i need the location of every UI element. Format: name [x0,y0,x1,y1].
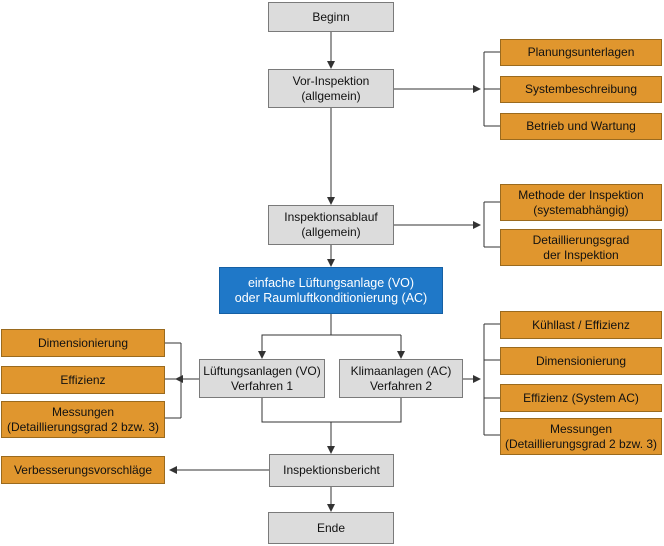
node-effizienz-ac: Effizienz (System AC) [500,384,662,412]
node-text-line: oder Raumluftkonditionierung (AC) [234,290,428,305]
node-text-line: Planungsunterlagen [527,45,635,59]
node-text-line: Methode der Inspektion [518,187,644,202]
node-text-line: (allgemein) [301,225,361,239]
node-ende: Ende [268,512,394,544]
node-text-line: Klimaanlagen (AC) [350,363,452,378]
node-text-line: Detaillierungsgrad [532,232,630,247]
node-text-line: Dimensionierung [535,353,627,368]
node-text-line: Verfahren 1 [230,378,294,393]
node-beginn: Beginn [268,2,394,32]
node-text-line: (Detaillierungsgrad 2 bzw. 3) [6,419,160,434]
node-text-line: (Detaillierungsgrad 2 bzw. 3) [504,436,658,451]
node-text-line: Systembeschreibung [524,82,638,96]
node-messungen-vo: Messungen(Detaillierungsgrad 2 bzw. 3) [1,401,165,438]
node-text-line: (systemabhängig) [533,202,629,217]
node-text-line: Lüftungsanlagen (VO) [203,363,321,378]
node-inspektionsbericht: Inspektionsbericht [269,454,394,487]
node-lueftungsanlagen: Lüftungsanlagen (VO)Verfahren 1 [199,359,325,398]
join-klima [331,398,402,423]
node-text-line: der Inspektion [543,247,619,262]
node-text-line: Dimensionierung [37,335,129,350]
node-einfache-anlage: einfache Lüftungsanlage (VO)oder Raumluf… [219,267,443,314]
node-planungsunterlagen: Planungsunterlagen [500,39,662,66]
node-text-line: Beginn [312,9,350,24]
node-text-line: Effizienz [60,372,106,387]
node-text-line: Kühllast / Effizienz [532,317,630,332]
node-messungen-ac: Messungen(Detaillierungsgrad 2 bzw. 3) [500,418,662,455]
node-effizienz-vo: Effizienz [1,366,165,394]
join-lueftung [261,398,331,423]
node-verbesserungsvorschlaege: Verbesserungsvorschläge [1,456,165,484]
node-text-line: Messungen [51,404,115,419]
node-systembeschreibung: Systembeschreibung [500,76,662,103]
node-text-line: Messungen [549,421,613,436]
node-kuehllast: Kühllast / Effizienz [500,311,662,339]
node-text-line: Inspektionsbericht [283,463,380,477]
node-text-line: Ende [316,520,346,535]
node-text-line: einfache Lüftungsanlage (VO) [247,275,415,290]
node-text-line: Verbesserungsvorschläge [13,462,153,477]
node-text-line: Verfahren 2 [369,378,433,393]
node-betrieb-wartung: Betrieb und Wartung [500,113,662,140]
node-dimensionierung-vo: Dimensionierung [1,329,165,357]
node-text-line: Effizienz (System AC) [523,390,639,405]
node-text-line: Betrieb und Wartung [526,119,636,133]
split-connector [258,314,332,359]
node-text-line: (allgemein) [301,88,361,103]
node-vor-inspektion: Vor-Inspektion(allgemein) [268,69,394,108]
node-methode: Methode der Inspektion(systemabhängig) [500,184,662,221]
node-klimaanlagen: Klimaanlagen (AC)Verfahren 2 [339,359,463,398]
node-inspektionsablauf: Inspektionsablauf(allgemein) [268,205,394,245]
node-text-line: Inspektionsablauf [284,210,378,224]
node-text-line: Vor-Inspektion [292,73,370,88]
node-dimensionierung-ac: Dimensionierung [500,347,662,375]
